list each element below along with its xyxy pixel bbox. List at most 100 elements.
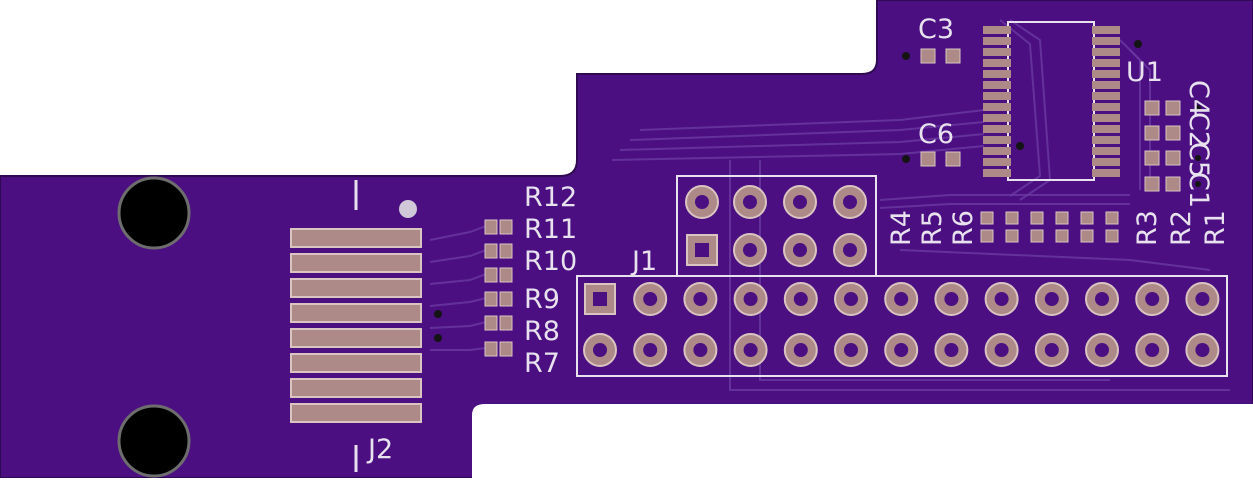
u1-pad	[1092, 48, 1120, 56]
u1-pad	[983, 81, 1011, 89]
label-j2: J2	[366, 434, 393, 465]
j2-pin1-dot	[399, 200, 417, 218]
label-r11: R11	[524, 214, 577, 245]
u1-outline	[1007, 21, 1095, 181]
u1-pad	[1092, 92, 1120, 100]
resistor-pad	[499, 315, 513, 331]
trace	[1009, 19, 1052, 201]
u1-pad	[983, 158, 1011, 166]
u1-pad	[1092, 136, 1120, 144]
cap-pad	[1165, 150, 1181, 166]
j1-hole	[843, 243, 857, 257]
cap-pad	[920, 151, 936, 167]
resistor-pad	[484, 219, 498, 235]
header-hole	[944, 343, 959, 357]
trace	[899, 249, 1211, 271]
silkscreen-layer	[354, 21, 1228, 472]
header-outline	[576, 275, 1228, 377]
trace	[879, 203, 1130, 209]
trace	[430, 347, 487, 351]
resistor-pad	[484, 341, 498, 357]
u1-pad	[983, 114, 1011, 122]
cap-pad	[1165, 125, 1181, 141]
resistor-pad	[980, 211, 994, 225]
mounting-hole	[117, 176, 191, 250]
header-hole	[894, 343, 909, 357]
label-c4: C4	[1183, 80, 1214, 116]
header-pin1-hole	[593, 292, 607, 306]
cap-pad	[1165, 100, 1181, 116]
resistor-pad	[980, 229, 994, 243]
resistor-pad	[1005, 211, 1019, 225]
cap-pad	[1144, 125, 1160, 141]
u1-pad	[1092, 81, 1120, 89]
label-r3: R3	[1132, 210, 1163, 246]
u1-pad	[983, 125, 1011, 133]
trace	[611, 145, 985, 161]
via	[1016, 142, 1024, 150]
trace	[879, 194, 1130, 201]
label-u1: U1	[1126, 57, 1163, 88]
header-hole	[693, 343, 708, 357]
resistor-pad	[484, 315, 498, 331]
label-r8: R8	[524, 316, 560, 347]
resistor-pad	[499, 341, 513, 357]
j2-pad	[290, 278, 422, 298]
u1-pad	[983, 26, 1011, 34]
u1-pad	[1092, 147, 1120, 155]
resistor-pad	[499, 243, 513, 259]
label-r1: R1	[1200, 210, 1231, 246]
resistor-pad	[499, 291, 513, 307]
trace	[429, 273, 487, 285]
label-r4: R4	[886, 210, 917, 246]
cap-pad	[920, 48, 936, 64]
traces-layer	[429, 19, 1230, 391]
label-r7: R7	[524, 348, 560, 379]
via	[902, 155, 910, 163]
label-r10: R10	[524, 246, 577, 277]
header-hole	[1145, 343, 1160, 357]
u1-pad	[983, 103, 1011, 111]
trace	[619, 133, 985, 151]
resistor-pad	[1105, 229, 1119, 243]
header-hole	[693, 292, 708, 306]
u1-pad	[1092, 26, 1120, 34]
u1-pad	[1092, 169, 1120, 177]
resistor-pad	[1030, 229, 1044, 243]
label-c3: C3	[918, 14, 954, 45]
label-r6: R6	[948, 210, 979, 246]
header-hole	[643, 343, 658, 357]
trace	[1129, 49, 1151, 190]
cap-pad	[1165, 176, 1181, 192]
label-r9: R9	[524, 284, 560, 315]
j1-hole	[843, 195, 857, 209]
header-hole	[1044, 292, 1059, 306]
j2-pad	[290, 253, 422, 273]
j1-hole	[793, 195, 807, 209]
header-hole	[844, 343, 858, 357]
u1-pad	[983, 70, 1011, 78]
trace	[999, 19, 1042, 197]
u1-pad	[1092, 59, 1120, 67]
u1-pad	[983, 59, 1011, 67]
resistor-pad	[1005, 229, 1019, 243]
cap-pad	[1144, 150, 1160, 166]
header-hole	[1095, 292, 1109, 306]
u1-pad	[983, 37, 1011, 45]
trace	[639, 109, 985, 131]
via	[1195, 155, 1201, 161]
u1-pad	[1092, 37, 1120, 45]
label-r2: R2	[1166, 210, 1197, 246]
via	[1134, 40, 1142, 48]
resistor-pad	[1055, 211, 1069, 225]
trace	[429, 321, 487, 329]
cap-pad	[945, 151, 961, 167]
label-j1: J1	[630, 246, 657, 277]
j2-pad	[290, 328, 422, 348]
j1-hole	[743, 195, 757, 209]
j2-pad	[290, 403, 422, 423]
resistor-pad	[1030, 211, 1044, 225]
header-hole	[1044, 343, 1059, 357]
